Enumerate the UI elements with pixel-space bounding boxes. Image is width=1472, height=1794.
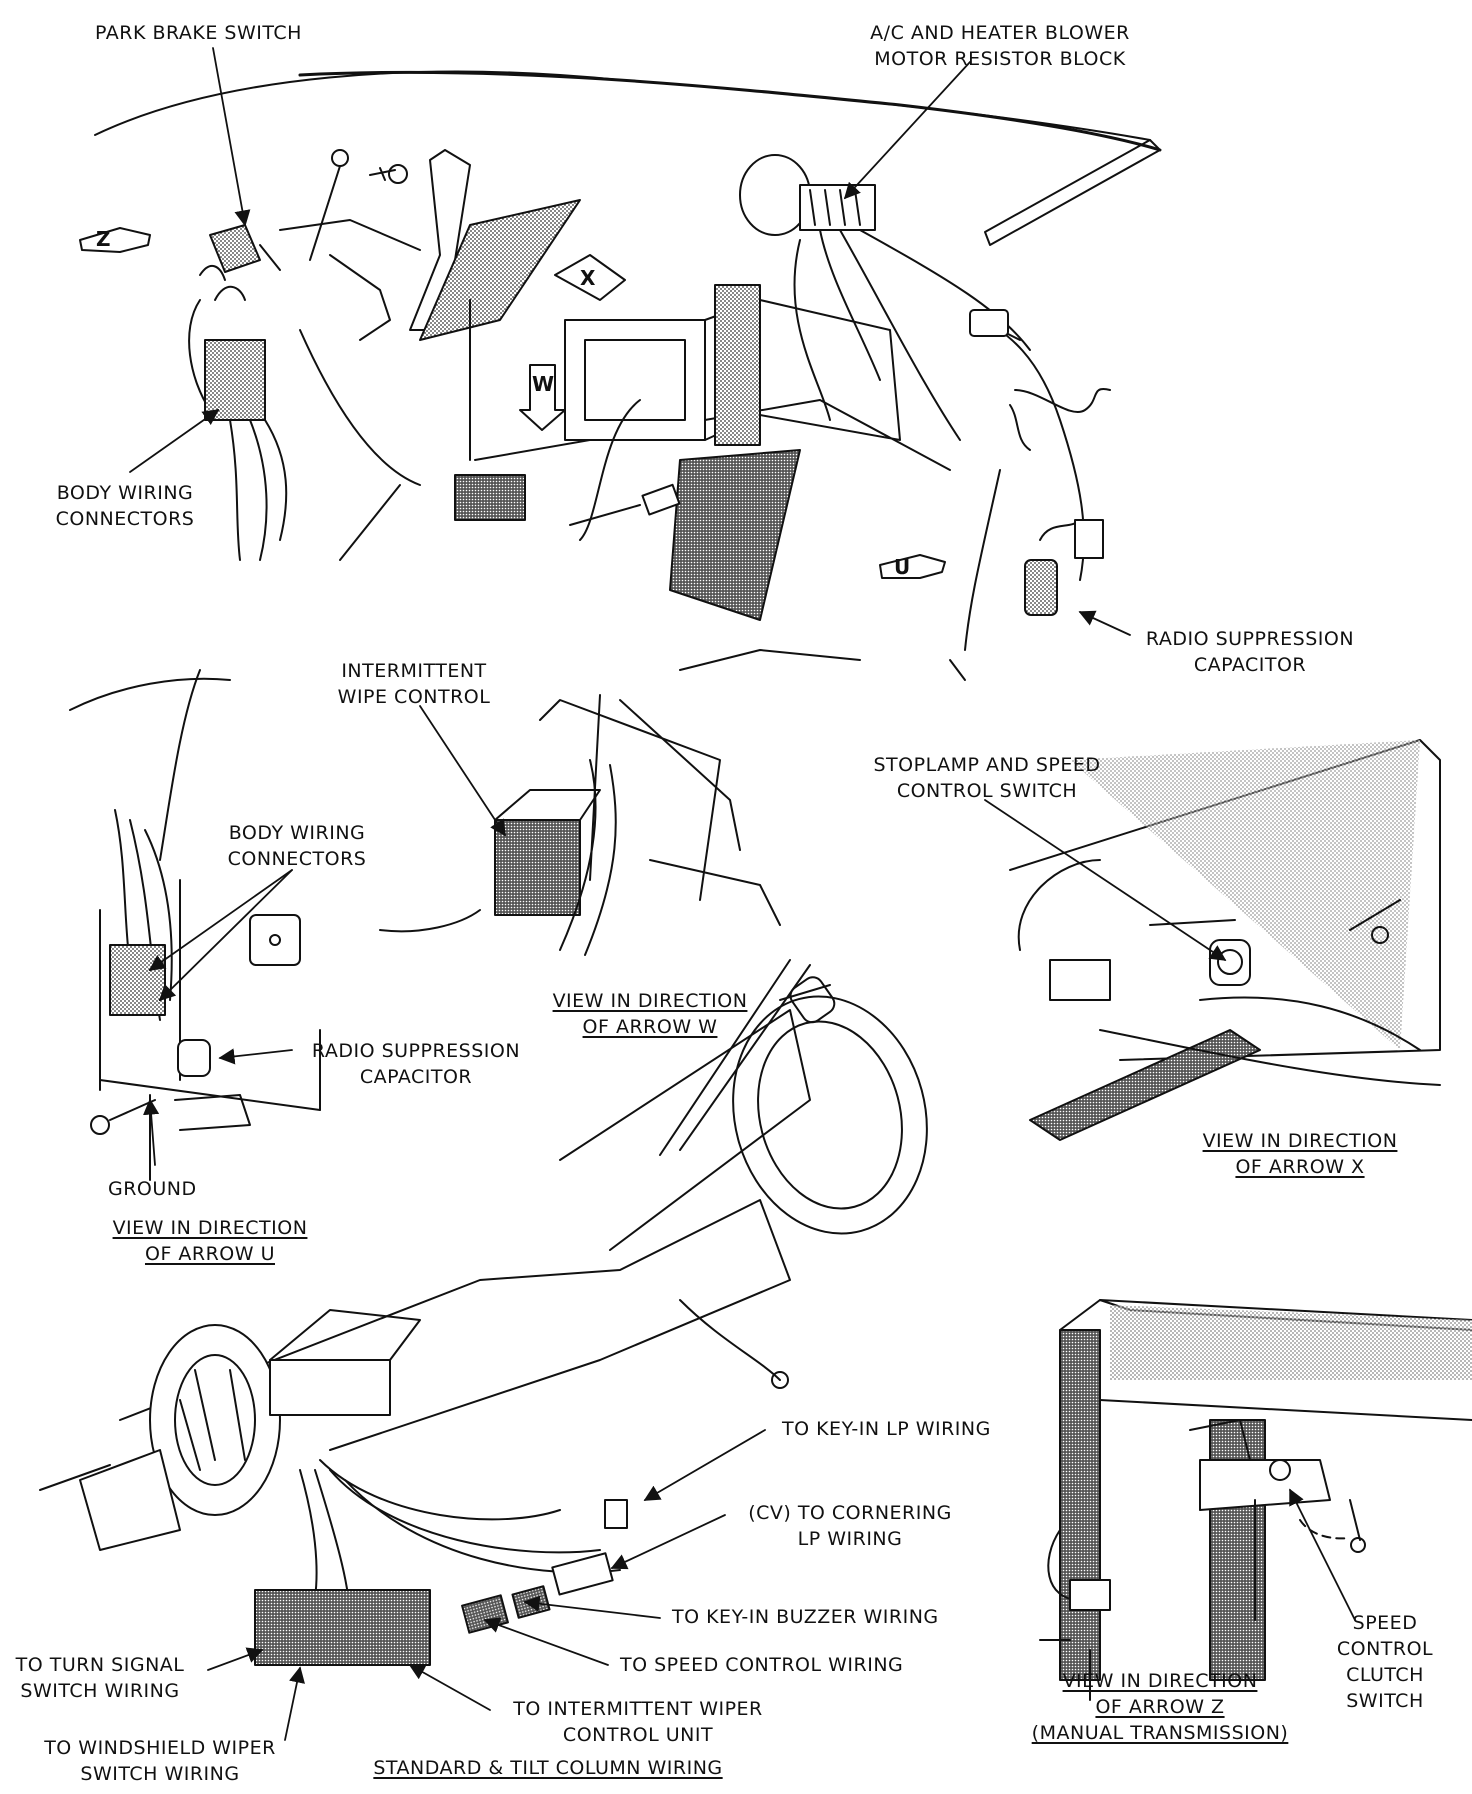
caption-line: OF ARROW U (144, 1243, 275, 1265)
label-speed-control-clutch-switch: SPEED CONTROL CLUTCH SWITCH (1337, 1610, 1433, 1714)
caption-view-z: VIEW IN DIRECTION OF ARROW Z (MANUAL TRA… (1032, 1668, 1289, 1746)
label-body-wiring-connectors-main: BODY WIRING CONNECTORS (56, 480, 195, 532)
label-key-in-buzzer-wiring: TO KEY-IN BUZZER WIRING (672, 1606, 939, 1628)
caption-line: OF ARROW Z (1095, 1696, 1225, 1718)
caption-line: VIEW IN DIRECTION (1202, 1130, 1398, 1152)
label-park-brake-switch: PARK BRAKE SWITCH (95, 22, 302, 44)
label-intermittent-wipe-control: INTERMITTENT WIPE CONTROL (338, 658, 491, 710)
label-line: MOTOR RESISTOR BLOCK (874, 48, 1126, 70)
arrow-x-tag: X (580, 266, 596, 290)
label-line: CONNECTORS (227, 848, 367, 870)
label-line: BODY WIRING (228, 822, 366, 844)
label-line: CONNECTORS (55, 508, 195, 530)
caption-line: (MANUAL TRANSMISSION) (1031, 1722, 1289, 1744)
label-body-wiring-connectors-u: BODY WIRING CONNECTORS (228, 820, 367, 872)
label-line: INTERMITTENT (341, 660, 487, 682)
label-speed-control-wiring: TO SPEED CONTROL WIRING (620, 1654, 904, 1676)
label-line: TO INTERMITTENT WIPER (513, 1698, 763, 1720)
label-line: RADIO SUPPRESSION (311, 1040, 521, 1062)
caption-view-x: VIEW IN DIRECTION OF ARROW X (1203, 1128, 1398, 1180)
caption-line: VIEW IN DIRECTION (112, 1217, 308, 1239)
label-line: TO WINDSHIELD WIPER (44, 1737, 276, 1759)
arrow-u-tag: U (894, 555, 911, 579)
label-line: STOPLAMP AND SPEED (873, 754, 1101, 776)
label-turn-signal-switch-wiring: TO TURN SIGNAL SWITCH WIRING (16, 1652, 185, 1704)
label-line: A/C AND HEATER BLOWER (870, 22, 1130, 44)
label-line: BODY WIRING (56, 482, 194, 504)
caption-view-w: VIEW IN DIRECTION OF ARROW W (553, 988, 748, 1040)
label-line: CLUTCH (1346, 1664, 1424, 1686)
label-line: RADIO SUPPRESSION (1145, 628, 1355, 650)
label-radio-suppression-capacitor-u: RADIO SUPPRESSION CAPACITOR (312, 1038, 520, 1090)
caption-line: OF ARROW X (1235, 1156, 1365, 1178)
label-line: CAPACITOR (359, 1066, 473, 1088)
label-key-in-lp-wiring: TO KEY-IN LP WIRING (782, 1418, 991, 1440)
label-line: CONTROL SWITCH (896, 780, 1078, 802)
label-line: CONTROL (1336, 1638, 1434, 1660)
label-line: CONTROL UNIT (562, 1724, 714, 1746)
label-line: SPEED (1352, 1612, 1418, 1634)
arrow-w-tag: W (532, 372, 555, 396)
caption-line: OF ARROW W (582, 1016, 718, 1038)
label-line: (CV) TO CORNERING (748, 1502, 952, 1524)
label-ground: GROUND (108, 1178, 197, 1200)
steering-column (39, 959, 928, 1666)
main-underdash-view (79, 70, 1162, 681)
label-line: WIPE CONTROL (337, 686, 491, 708)
view-x-detail (1009, 739, 1441, 1141)
label-line: SWITCH WIRING (80, 1763, 240, 1785)
view-w-detail (379, 694, 781, 956)
label-windshield-wiper-switch-wiring: TO WINDSHIELD WIPER SWITCH WIRING (44, 1735, 276, 1787)
label-ac-blower-resistor: A/C AND HEATER BLOWER MOTOR RESISTOR BLO… (870, 20, 1130, 72)
caption-line: VIEW IN DIRECTION (1062, 1670, 1258, 1692)
label-line: SWITCH (1346, 1690, 1424, 1712)
arrow-z-tag: Z (96, 227, 111, 251)
label-line: CAPACITOR (1193, 654, 1307, 676)
label-cornering-lp-wiring: (CV) TO CORNERING LP WIRING (748, 1500, 952, 1552)
caption-column-wiring: STANDARD & TILT COLUMN WIRING (373, 1757, 723, 1779)
label-line: SWITCH WIRING (20, 1680, 180, 1702)
label-line: LP WIRING (797, 1528, 903, 1550)
label-radio-suppression-capacitor-main: RADIO SUPPRESSION CAPACITOR (1146, 626, 1354, 678)
leader-lines (129, 47, 1356, 1741)
view-u-detail (69, 669, 321, 1181)
caption-line: VIEW IN DIRECTION (552, 990, 748, 1012)
caption-view-u: VIEW IN DIRECTION OF ARROW U (113, 1215, 308, 1267)
label-line: TO TURN SIGNAL (15, 1654, 185, 1676)
label-stoplamp-speed-control-switch: STOPLAMP AND SPEED CONTROL SWITCH (873, 752, 1100, 804)
label-intermittent-wiper-control-unit: TO INTERMITTENT WIPER CONTROL UNIT (513, 1696, 763, 1748)
view-z-detail (1039, 1299, 1472, 1701)
